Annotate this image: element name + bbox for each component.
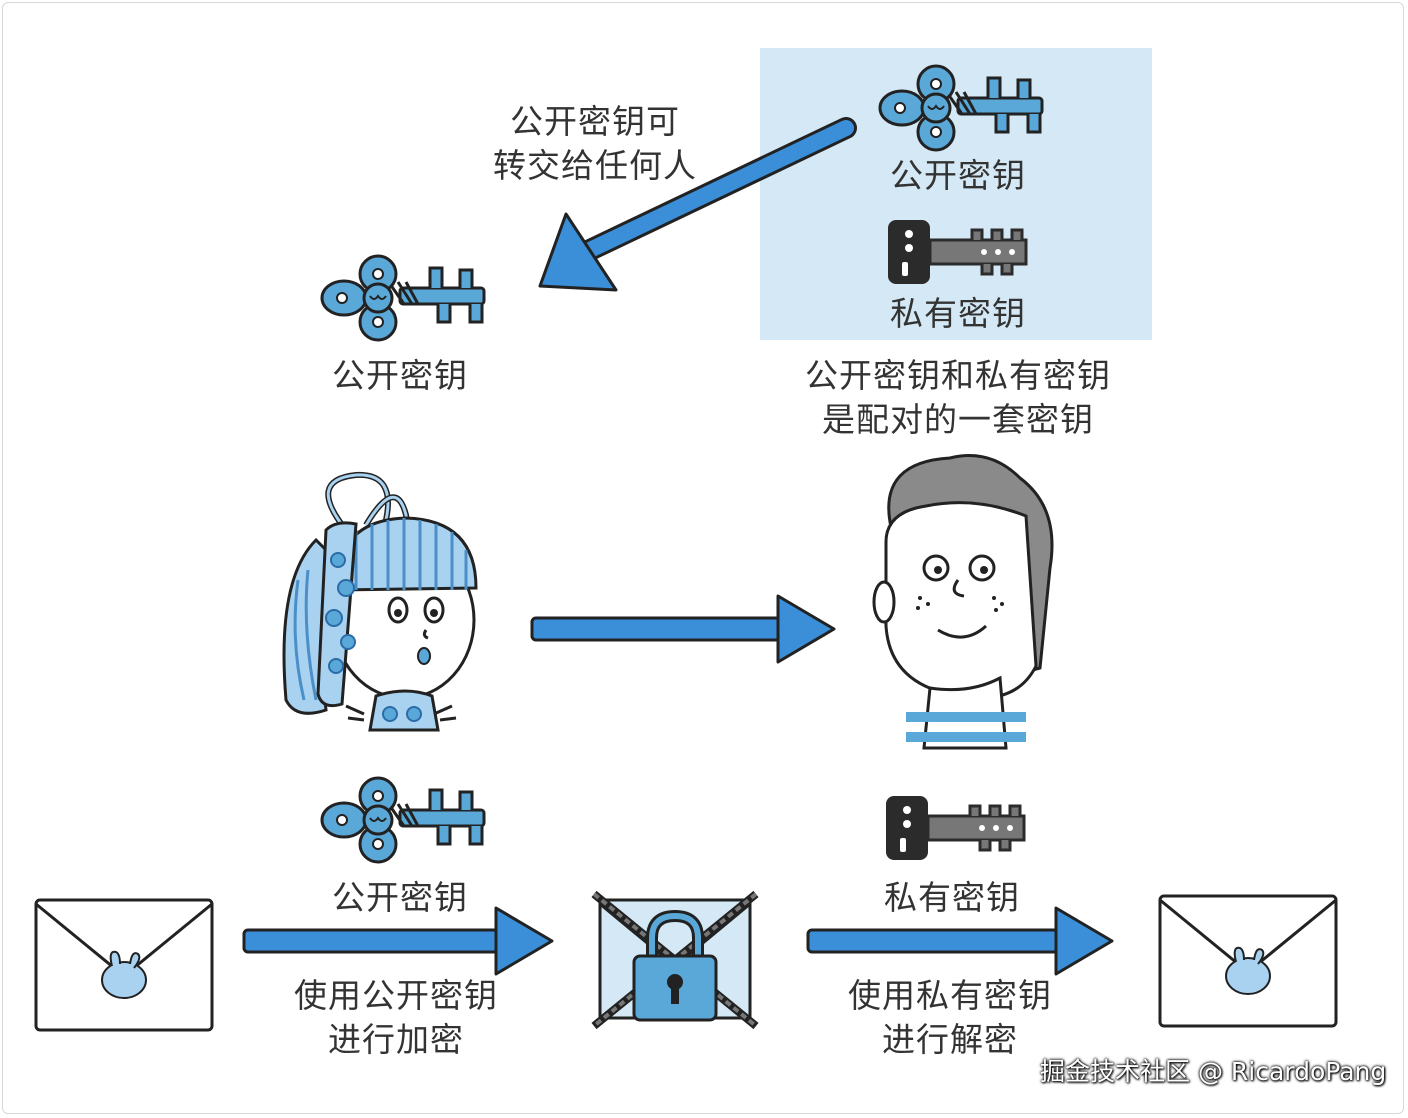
decrypt-arrow-icon <box>806 906 1114 976</box>
box-public-key-label: 公开密钥 <box>890 156 1026 195</box>
watermark: 掘金技术社区 @ RicardoPang <box>1040 1057 1387 1086</box>
private-key-icon <box>884 794 1026 862</box>
decrypt-label-line1: 使用私有密钥 <box>848 976 1052 1015</box>
envelope-icon <box>1158 894 1338 1028</box>
key-pair-box <box>760 48 1152 340</box>
public-key-icon <box>320 254 486 342</box>
pair-label-line1: 公开密钥和私有密钥 <box>805 356 1111 395</box>
transfer-arrow-icon <box>538 117 857 292</box>
send-arrow-icon <box>530 594 836 664</box>
encrypt-arrow-icon <box>242 906 554 976</box>
boy-illustration <box>872 454 1054 750</box>
girl-illustration <box>282 471 478 732</box>
decrypt-label-line2: 进行解密 <box>882 1020 1018 1059</box>
bottom-public-key-label: 公开密钥 <box>332 878 468 917</box>
padlock-icon <box>632 909 718 1022</box>
public-key-icon <box>320 776 486 864</box>
private-key-icon <box>886 218 1028 286</box>
public-key-icon <box>878 64 1044 152</box>
transfer-label-line1: 公开密钥可 <box>510 102 680 141</box>
left-public-key-label: 公开密钥 <box>332 356 468 395</box>
pair-label-line2: 是配对的一套密钥 <box>822 400 1094 439</box>
encrypt-label-line2: 进行加密 <box>328 1020 464 1059</box>
envelope-icon <box>34 898 214 1032</box>
transfer-label-line2: 转交给任何人 <box>493 146 697 185</box>
box-private-key-label: 私有密钥 <box>890 294 1026 333</box>
locked-envelope-icon <box>591 890 759 1030</box>
encrypt-label-line1: 使用公开密钥 <box>294 976 498 1015</box>
bottom-private-key-label: 私有密钥 <box>884 878 1020 917</box>
